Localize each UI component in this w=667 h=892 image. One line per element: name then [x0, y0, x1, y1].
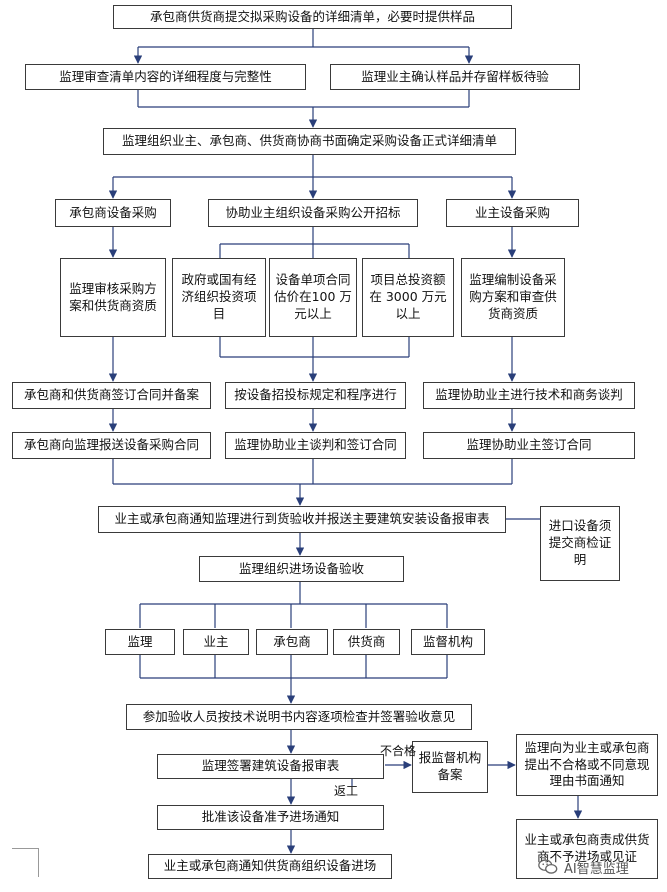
- node-text: 监理编制设备采购方案和审查供货商资质: [469, 272, 557, 321]
- node-text: 监理协助业主进行技术和商务谈判: [435, 387, 623, 403]
- node-text: 承包商设备采购: [69, 204, 157, 220]
- step-inspect-and-sign: 参加验收人员按技术说明书内容逐项检查并签署验收意见: [126, 704, 472, 730]
- condition-investment-over-30m: 项目总投资额在 3000 万元以上: [362, 258, 454, 337]
- node-text: 协助业主组织设备采购公开招标: [225, 204, 401, 220]
- node-text: 业主设备采购: [474, 204, 550, 220]
- wechat-icon: [538, 859, 558, 874]
- node-text: 监督机构: [422, 633, 473, 649]
- step-assist-negotiation: 监理协助业主进行技术和商务谈判: [423, 382, 635, 409]
- note-import-inspection: 进口设备须提交商检证明: [540, 506, 620, 581]
- branch-owner-purchase: 业主设备采购: [446, 199, 579, 227]
- branch-public-tender: 协助业主组织设备采购公开招标: [208, 199, 418, 227]
- crop-mark: [12, 848, 39, 877]
- node-text: 参加验收人员按技术说明书内容逐项检查并签署验收意见: [142, 708, 456, 724]
- step-follow-tender-rules: 按设备招投标规定和程序进行: [225, 382, 406, 409]
- node-text: 承包商: [273, 633, 311, 649]
- step-submit-list: 承包商供货商提交拟采购设备的详细清单，必要时提供样品: [113, 5, 512, 29]
- step-notify-supplier-entry: 业主或承包商通知供货商组织设备进场: [148, 854, 392, 879]
- step-approve-entry: 批准该设备准予进场通知: [157, 805, 384, 830]
- node-text: 按设备招投标规定和程序进行: [234, 387, 397, 403]
- node-text: 监理审核采购方案和供货商资质: [69, 280, 157, 313]
- node-text: 监理向为业主或承包商提出不合格或不同意现理由书面通知: [524, 739, 650, 789]
- participant-supervisor: 监理: [105, 629, 175, 655]
- step-review-plan-qualification: 监理审核采购方案和供货商资质: [60, 258, 166, 337]
- node-text: 批准该设备准予进场通知: [201, 809, 340, 825]
- participant-oversight: 监督机构: [411, 629, 485, 655]
- node-text: 监理组织进场设备验收: [238, 560, 364, 576]
- step-written-rejection: 监理向为业主或承包商提出不合格或不同意现理由书面通知: [516, 734, 658, 796]
- node-text: 业主或承包商责成供货商不予进场或见证: [524, 832, 650, 864]
- participant-supplier: 供货商: [333, 629, 400, 655]
- node-text: 承包商向监理报送设备采购合同: [23, 437, 199, 453]
- node-text: 业主: [203, 633, 229, 649]
- step-assist-sign-owner: 监理协助业主签订合同: [423, 432, 635, 459]
- participant-owner: 业主: [183, 629, 249, 655]
- label-fail: 不合格: [380, 744, 417, 758]
- node-text: 报监督机构备案: [418, 750, 482, 782]
- node-text: 承包商供货商提交拟采购设备的详细清单，必要时提供样品: [149, 8, 475, 24]
- watermark-text: AI智慧监理: [564, 861, 629, 877]
- node-text: 监理业主确认样品并存留样板待验: [361, 68, 549, 84]
- node-text: 业主或承包商通知监理进行到货验收并报送主要建筑安装设备报审表: [114, 511, 490, 527]
- step-confirm-sample: 监理业主确认样品并存留样板待验: [330, 64, 580, 90]
- node-text: 监理协助业主签订合同: [466, 437, 592, 453]
- step-submit-contract: 承包商向监理报送设备采购合同: [12, 432, 211, 459]
- node-text: 监理审查清单内容的详细程度与完整性: [59, 68, 272, 84]
- node-text: 项目总投资额在 3000 万元以上: [369, 272, 447, 321]
- step-reject-entry: 业主或承包商责成供货商不予进场或见证: [516, 819, 658, 879]
- step-report-oversight: 报监督机构备案: [412, 741, 488, 793]
- branch-contractor-purchase: 承包商设备采购: [55, 199, 171, 227]
- node-text: 监理组织业主、承包商、供货商协商书面确定采购设备正式详细清单: [121, 133, 497, 149]
- node-text: 监理签署建筑设备报审表: [201, 758, 340, 774]
- node-text: 业主或承包商通知供货商组织设备进场: [163, 858, 377, 874]
- node-text: 监理: [127, 633, 153, 649]
- node-text: 供货商: [347, 633, 386, 649]
- condition-state-investment: 政府或国有经济组织投资项目: [172, 258, 266, 337]
- condition-contract-over-1m: 设备单项合同估价在100 万元以上: [269, 258, 357, 337]
- node-text: 政府或国有经济组织投资项目: [181, 272, 257, 321]
- node-text: 承包商和供货商签订合同并备案: [23, 387, 199, 403]
- step-organize-acceptance: 监理组织进场设备验收: [199, 556, 404, 582]
- step-prepare-plan-review: 监理编制设备采购方案和审查供货商资质: [461, 258, 565, 337]
- label-rework: 返工: [334, 784, 359, 798]
- node-text: 监理协助业主谈判和签订合同: [234, 437, 397, 453]
- step-sign-contract-record: 承包商和供货商签订合同并备案: [12, 382, 211, 409]
- step-sign-report: 监理签署建筑设备报审表: [157, 754, 384, 779]
- step-assist-sign-tender: 监理协助业主谈判和签订合同: [225, 432, 406, 459]
- node-text: 设备单项合同估价在100 万元以上: [274, 272, 352, 321]
- participant-contractor: 承包商: [256, 629, 328, 655]
- step-confirm-formal-list: 监理组织业主、承包商、供货商协商书面确定采购设备正式详细清单: [103, 128, 516, 155]
- node-text: 进口设备须提交商检证明: [548, 518, 612, 567]
- step-review-list: 监理审查清单内容的详细程度与完整性: [25, 64, 306, 90]
- watermark: AI智慧监理: [537, 856, 629, 878]
- step-notify-acceptance: 业主或承包商通知监理进行到货验收并报送主要建筑安装设备报审表: [98, 506, 506, 533]
